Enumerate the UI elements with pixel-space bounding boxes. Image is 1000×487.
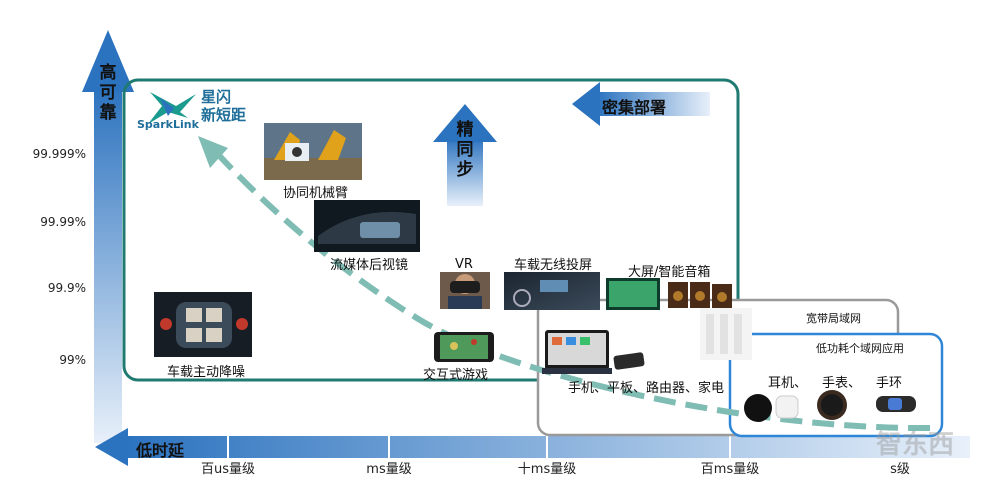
- noise-cancel-image: [154, 292, 252, 357]
- y-axis-label: 高可靠: [99, 63, 117, 123]
- x-tick-10ms: 十ms量级: [517, 462, 577, 477]
- logo-title-line1: 星闪: [201, 88, 232, 106]
- band-caption: 手环: [876, 376, 903, 391]
- tablet-image: [542, 330, 612, 374]
- vr-image: [440, 272, 490, 309]
- y-tick-99-9: 99.9%: [47, 281, 86, 295]
- streaming-mirror-caption: 流媒体后视镜: [330, 258, 409, 273]
- earphones-caption: 耳机、: [768, 376, 808, 391]
- y-tick-99: 99%: [59, 353, 86, 367]
- interactive-game-image: [434, 332, 494, 362]
- car-projection-caption: 车载无线投屏: [514, 258, 593, 273]
- low-power-region-label: 低功耗个域网应用: [816, 342, 904, 355]
- noise-cancel-caption: 车载主动降噪: [167, 365, 246, 380]
- x-tick-ms: ms量级: [366, 462, 412, 477]
- car-projection-image: [504, 272, 600, 310]
- streaming-mirror-image: [314, 200, 420, 252]
- x-tick-s: s级: [890, 462, 910, 477]
- x-axis-arrow: [95, 428, 970, 466]
- smart-screen-image: [606, 278, 732, 310]
- x-tick-100us: 百us量级: [200, 462, 256, 477]
- robot-arm-caption: 协同机械臂: [283, 186, 349, 201]
- x-axis-label: 低时延: [136, 441, 185, 460]
- watermark: 智东西: [876, 430, 955, 460]
- broadband-region-label: 宽带局域网: [806, 312, 861, 325]
- logo-title-line2: 新短距: [201, 106, 247, 124]
- robot-arm-image: [264, 123, 362, 180]
- sparklink-brand: SparkLink: [137, 118, 199, 131]
- sparklink-logo-icon: [148, 92, 196, 124]
- y-tick-99-99: 99.99%: [40, 215, 86, 229]
- dense-deploy-label: 密集部署: [602, 98, 667, 117]
- consumer-devices-caption: 手机、平板、路由器、家电: [568, 381, 725, 396]
- vr-caption: VR: [455, 257, 473, 272]
- x-tick-100ms: 百ms量级: [700, 462, 760, 477]
- dense-deploy-arrow: [572, 82, 710, 126]
- sparklink-region-frame: [122, 78, 740, 382]
- phone-image: [613, 352, 645, 370]
- band-image: [876, 396, 916, 412]
- y-tick-99-999: 99.999%: [32, 147, 86, 161]
- smart-screen-caption: 大屏/智能音箱: [628, 265, 711, 280]
- watch-caption: 手表、: [822, 376, 862, 391]
- router-image: [700, 308, 752, 360]
- watch-image: [817, 390, 847, 420]
- earphones-image: [744, 394, 799, 422]
- sync-arrow: [433, 104, 497, 206]
- y-axis-arrow: [82, 30, 134, 443]
- sync-label: 精同步: [456, 120, 474, 180]
- interactive-game-caption: 交互式游戏: [423, 368, 489, 383]
